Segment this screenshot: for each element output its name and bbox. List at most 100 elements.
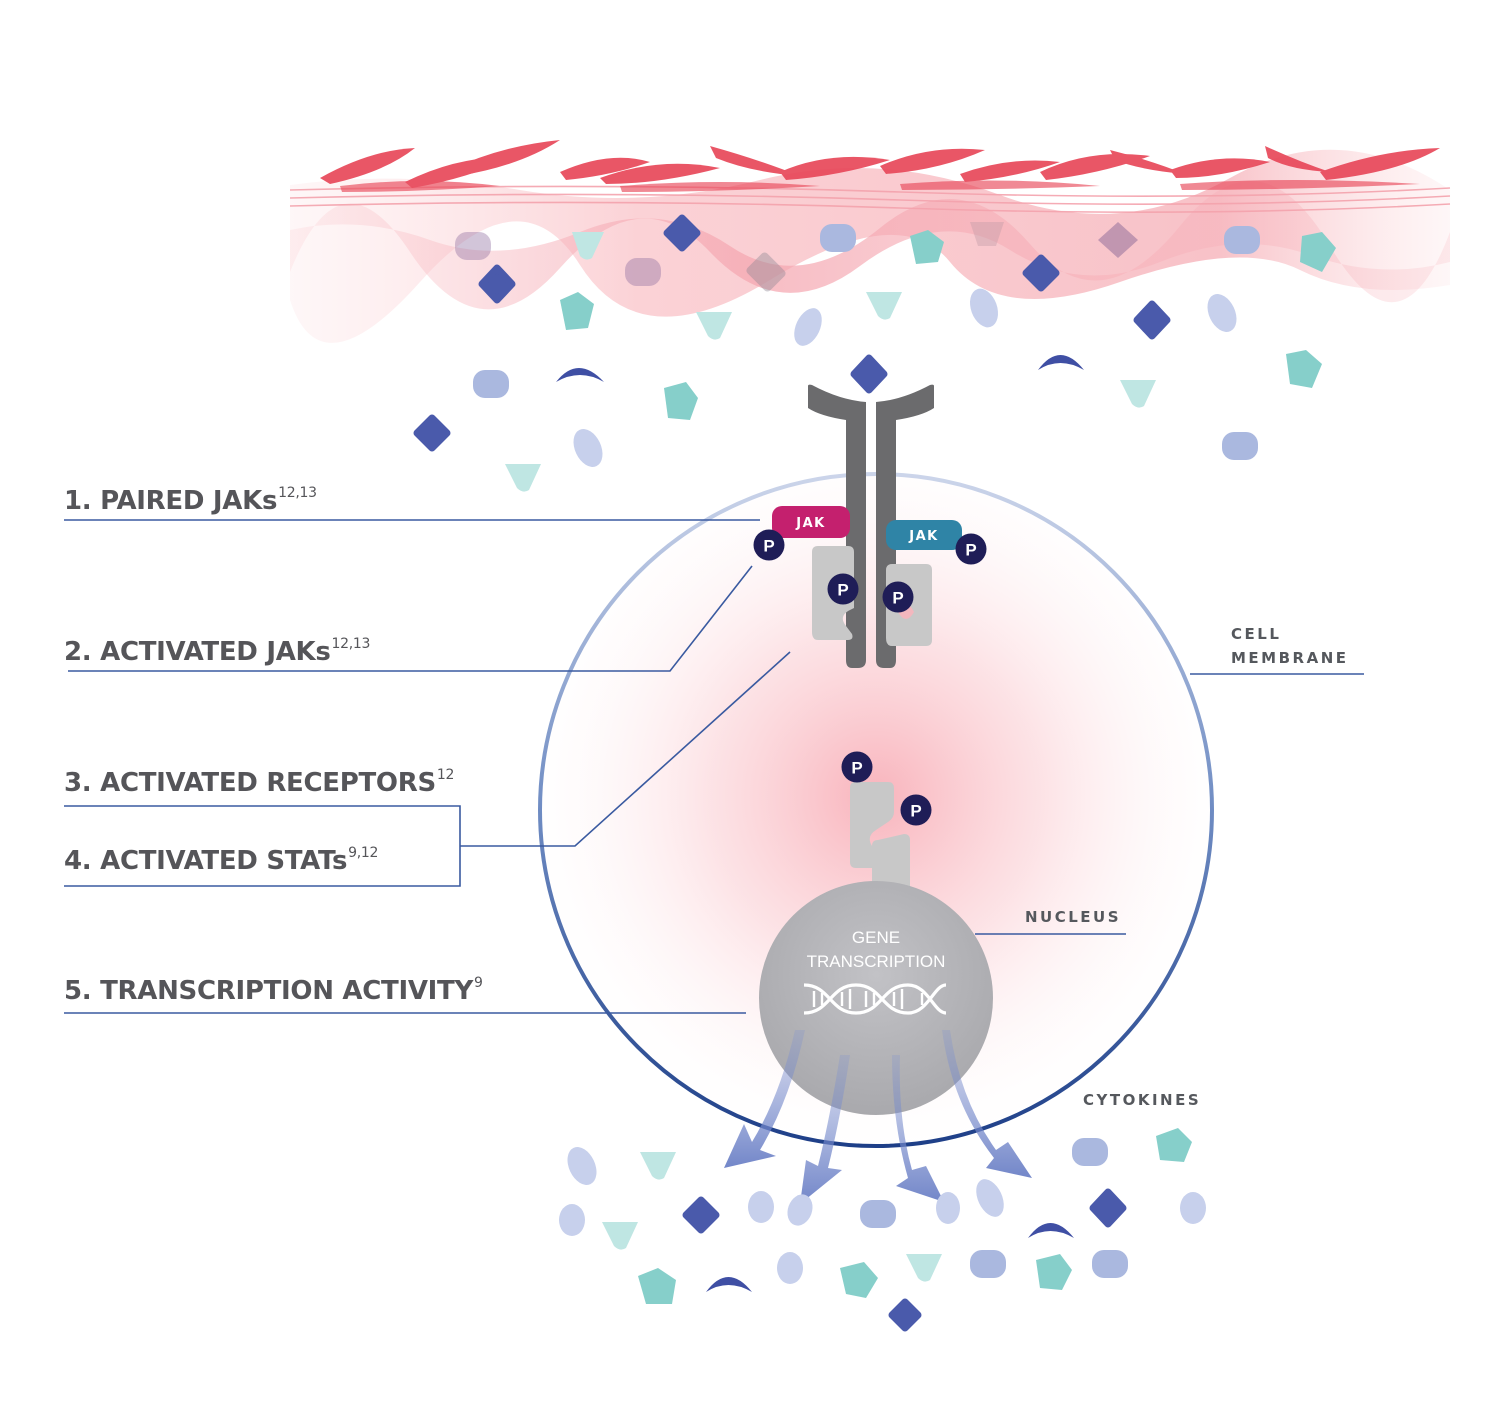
cytokine-ellipse <box>787 1194 813 1226</box>
cytokine-ellipse <box>1207 294 1237 332</box>
cytokine-diamond <box>1022 254 1060 292</box>
cytokine-diamond <box>413 414 451 452</box>
jak-right-label: JAK <box>908 529 938 544</box>
cytokine-diamond <box>663 214 701 252</box>
cytokine-pentagon <box>1300 232 1336 272</box>
cytokine-ellipse <box>969 288 999 328</box>
step-1-label: 1. PAIRED JAKs <box>64 486 278 516</box>
cytokines <box>413 214 1336 1332</box>
cytokine-pentagon <box>638 1268 676 1304</box>
cytokine-oval <box>970 1250 1006 1278</box>
gene-transcription-line-2: TRANSCRIPTION <box>806 952 946 971</box>
leader-lines <box>64 519 1364 1014</box>
cytokine-oval <box>473 370 509 398</box>
cell-membrane-label-line-2: MEMBRANE <box>1231 649 1349 667</box>
leader-line-3-4 <box>460 651 791 847</box>
cytokine-shield <box>1120 380 1156 408</box>
cytokine-pentagons <box>560 230 1336 1304</box>
cytokine-ellipse <box>748 1191 774 1223</box>
cytokine-shield <box>572 232 604 260</box>
cytokine-shield <box>866 292 902 320</box>
cytokine-shield <box>602 1222 638 1250</box>
cytokine-pentagon <box>1286 350 1322 388</box>
cytokine-crescents <box>556 355 1084 1292</box>
svg-text:P: P <box>837 581 848 600</box>
cytokine-shield <box>696 312 732 340</box>
cytokine-diamond <box>1133 300 1171 340</box>
cell-membrane-label: CELL MEMBRANE <box>1231 622 1349 670</box>
step-4-activated-stats: 4. ACTIVATED STATs9,12 <box>64 845 379 876</box>
cytokine-crescent <box>556 368 604 382</box>
cytokine-diamond <box>888 1298 922 1332</box>
gene-transcription-line-1: GENE <box>851 928 901 947</box>
jak-left: JAK <box>772 506 850 538</box>
cytokine-oval <box>1072 1138 1108 1166</box>
cell-membrane-label-line-1: CELL <box>1231 625 1282 643</box>
cytokine-diamond <box>850 354 888 394</box>
step-2-label: 2. ACTIVATED JAKs <box>64 637 331 667</box>
nucleus <box>759 881 993 1115</box>
svg-text:P: P <box>910 802 921 821</box>
phosphate-2: P <box>955 533 987 565</box>
step-4-ref: 9,12 <box>348 845 379 861</box>
cytokine-pentagon <box>1156 1128 1192 1162</box>
cytokine-ovals <box>473 224 1260 1278</box>
cytokine-triangles <box>505 232 1156 1282</box>
step-3-activated-receptors: 3. ACTIVATED RECEPTORS12 <box>64 767 455 798</box>
cytokine-shield <box>505 464 541 492</box>
cytokine-diamond <box>478 264 516 304</box>
cytokine-crescent <box>1028 1223 1074 1238</box>
step-4-label: 4. ACTIVATED STATs <box>64 846 348 876</box>
cytokine-ellipse <box>976 1179 1004 1217</box>
phosphate-5: P <box>841 751 873 783</box>
cytokine-ellipse <box>559 1204 585 1236</box>
cytokine-pentagon <box>910 230 944 264</box>
phosphate-1: P <box>753 529 785 561</box>
leader-line-2 <box>68 565 753 672</box>
dna-icon <box>803 983 947 1015</box>
cytokine-shield <box>640 1152 676 1180</box>
cytokine-release-arrows <box>724 1030 1032 1204</box>
jak-left-label: JAK <box>795 516 825 531</box>
step-5-transcription-activity: 5. TRANSCRIPTION ACTIVITY9 <box>64 975 483 1006</box>
skin-layer <box>289 140 1451 343</box>
step-1-paired-jaks: 1. PAIRED JAKs12,13 <box>64 486 317 516</box>
cytokine-oval <box>1092 1250 1128 1278</box>
step-3-label: 3. ACTIVATED RECEPTORS <box>64 768 436 798</box>
cytokine-ellipse <box>794 308 822 346</box>
step-5-ref: 9 <box>474 975 483 991</box>
svg-text:P: P <box>965 541 976 560</box>
cytokine-ellipse <box>777 1252 803 1284</box>
cytokine-ellipse <box>936 1192 960 1224</box>
svg-text:P: P <box>851 759 862 778</box>
phosphate-group-2: P P <box>841 751 932 826</box>
cytokine-pentagon <box>664 382 698 420</box>
nucleus-label: NUCLEUS <box>1025 908 1122 926</box>
cytokine-oval <box>820 224 856 252</box>
svg-text:P: P <box>892 589 903 608</box>
jak-right: JAK <box>886 520 962 550</box>
cytokine-diamond <box>1089 1188 1127 1228</box>
cytokine-ellipse <box>573 429 603 467</box>
cytokine-diamonds <box>413 214 1171 1332</box>
step-3-ref: 12 <box>436 767 455 783</box>
svg-text:P: P <box>763 537 774 556</box>
cytokine-pentagon <box>840 1262 878 1298</box>
cytokine-oval <box>1222 432 1258 460</box>
step-5-label: 5. TRANSCRIPTION ACTIVITY <box>64 976 474 1006</box>
cytokine-crescent <box>706 1277 752 1292</box>
cytokine-ellipse <box>567 1147 597 1185</box>
phosphate-4: P <box>882 581 914 613</box>
cytokine-crescent <box>1038 355 1084 370</box>
cytokine-pentagon <box>560 292 594 330</box>
cytokine-shield <box>906 1254 942 1282</box>
cytokine-oval <box>1224 226 1260 254</box>
cytokine-oval <box>860 1200 896 1228</box>
cytokine-ellipses <box>559 288 1237 1284</box>
phosphate-3: P <box>827 573 859 605</box>
phosphate-group: P P P P <box>753 529 987 613</box>
cytokines-label: CYTOKINES <box>1083 1091 1202 1109</box>
step-2-activated-jaks: 2. ACTIVATED JAKs12,13 <box>64 637 370 667</box>
cytokine-pentagon <box>1036 1254 1072 1290</box>
